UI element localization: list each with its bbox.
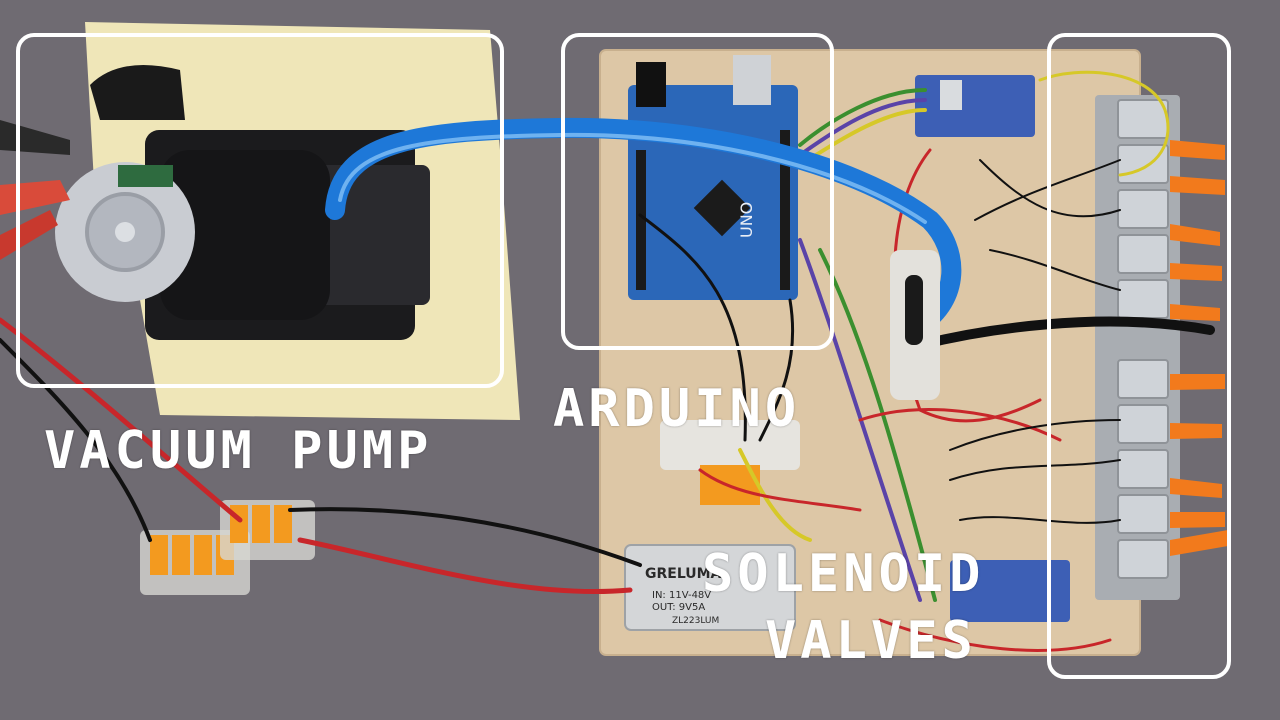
vacuum-pump-highlight-box	[16, 33, 504, 388]
blue-tube-highlight	[338, 132, 927, 224]
vacuum-pump-label: VACUUM PUMP	[44, 421, 433, 481]
pump-connector	[118, 165, 173, 187]
pump-sleeve	[90, 65, 185, 120]
lever-connectors	[140, 420, 800, 595]
converter-input-rating: IN: 11V-48V	[652, 590, 711, 601]
converter-brand: GRELUMA	[645, 566, 722, 582]
valve-nozzles	[1170, 140, 1228, 556]
solenoid-label-line1: SOLENOID	[702, 544, 985, 604]
buck-converter: GRELUMA IN: 11V-48V OUT: 9V5A ZL223LUM	[624, 544, 796, 631]
header-pins-right	[780, 130, 790, 290]
power-jack	[636, 62, 666, 107]
converter-model: ZL223LUM	[672, 616, 719, 626]
arduino-label: ARDUINO	[553, 379, 801, 439]
converter-output-rating: OUT: 9V5A	[652, 602, 705, 613]
blue-tube	[325, 117, 962, 335]
usb-port	[733, 55, 771, 105]
solenoid-valve-stack	[1095, 95, 1180, 600]
board-marking: UNO	[737, 202, 756, 238]
solenoid-label-line2: VALVES	[765, 611, 977, 671]
pump-shaft	[115, 222, 135, 242]
mount-post-tube	[905, 275, 923, 345]
header-pins-left	[636, 150, 646, 290]
arduino-highlight-box	[561, 33, 834, 350]
driver-board-top	[915, 75, 1035, 137]
pump-body	[160, 150, 330, 320]
driver-board-bottom	[950, 560, 1070, 622]
solenoid-valves-highlight-box	[1047, 33, 1231, 679]
heatsink	[940, 80, 962, 110]
